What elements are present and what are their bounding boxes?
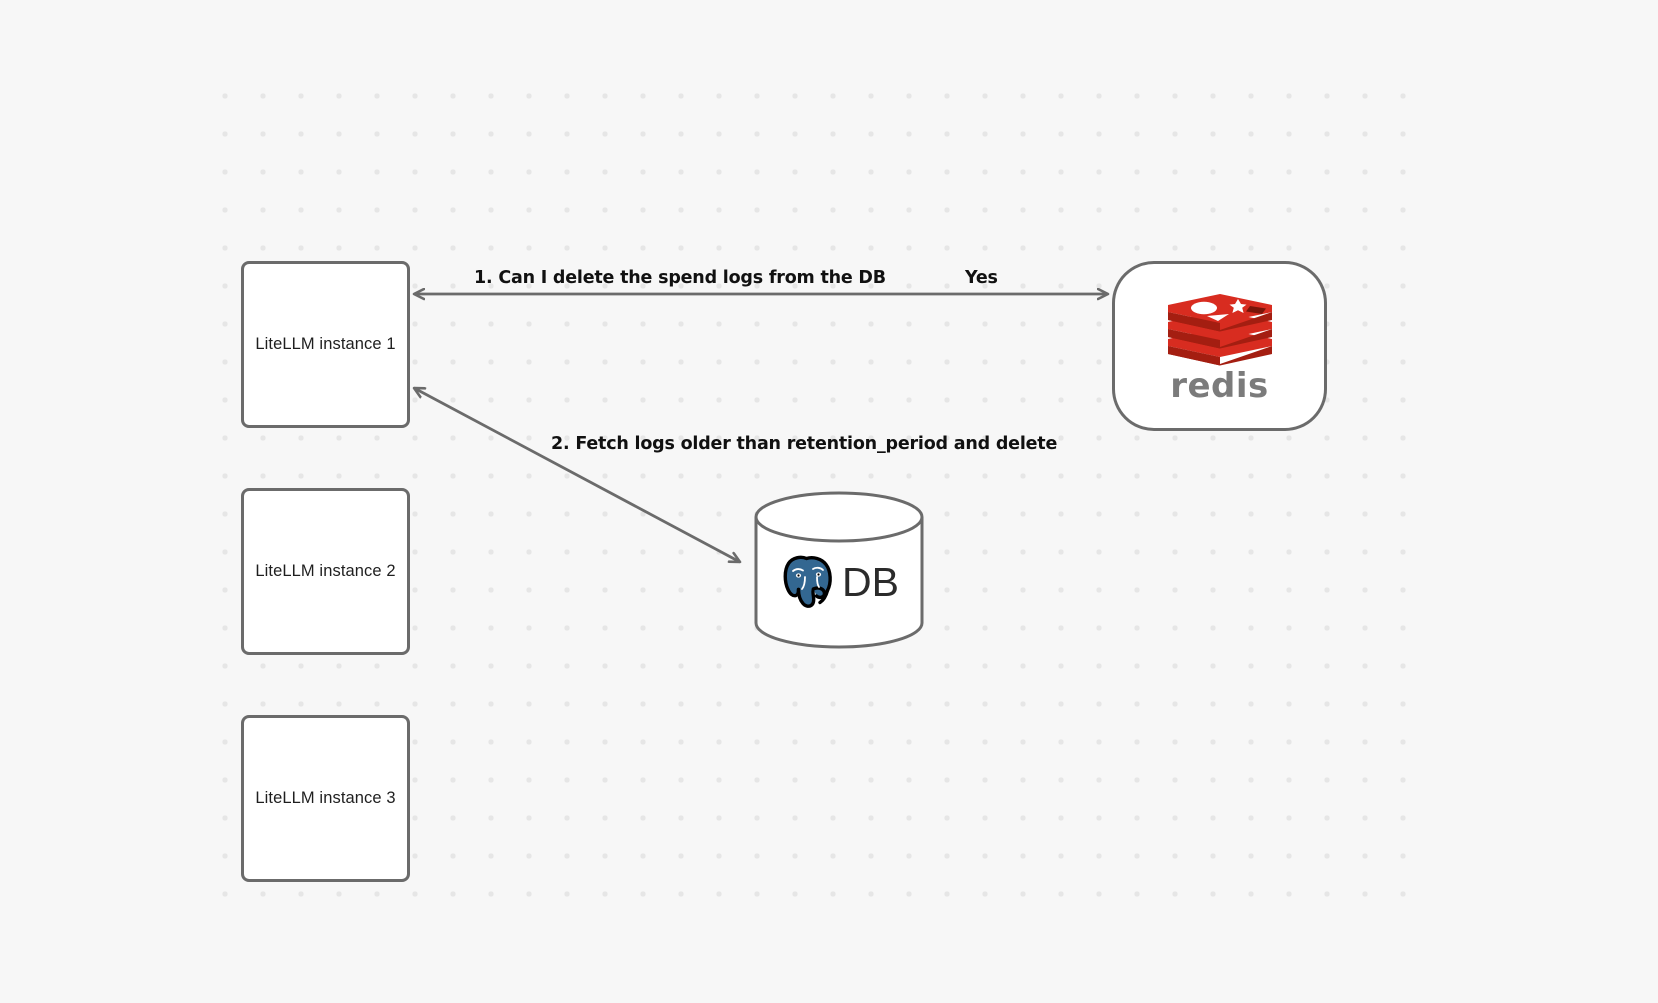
node-database[interactable]: DB [753, 490, 925, 650]
database-label-group: DB [753, 542, 925, 622]
database-label: DB [842, 558, 899, 605]
node-redis[interactable]: redis [1112, 261, 1327, 431]
edge-litellm1-database [414, 388, 740, 562]
node-litellm-instance-1[interactable]: LiteLLM instance 1 [241, 261, 410, 428]
node-litellm-instance-2[interactable]: LiteLLM instance 2 [241, 488, 410, 655]
edge-label-can-i-delete: 1. Can I delete the spend logs from the … [474, 268, 886, 288]
redis-logo-group: redis [1166, 292, 1274, 403]
node-litellm-instance-3[interactable]: LiteLLM instance 3 [241, 715, 410, 882]
edge-label-yes: Yes [965, 268, 998, 288]
node-label-litellm-2: LiteLLM instance 2 [255, 562, 396, 580]
edge-label-fetch-logs: 2. Fetch logs older than retention_perio… [551, 434, 1058, 454]
postgresql-elephant-icon [783, 555, 832, 608]
redis-wordmark: redis [1170, 365, 1269, 406]
redis-logo-icon [1167, 293, 1272, 365]
database-cylinder-shape [754, 491, 924, 649]
node-label-litellm-1: LiteLLM instance 1 [255, 335, 396, 353]
node-label-litellm-3: LiteLLM instance 3 [255, 789, 396, 807]
